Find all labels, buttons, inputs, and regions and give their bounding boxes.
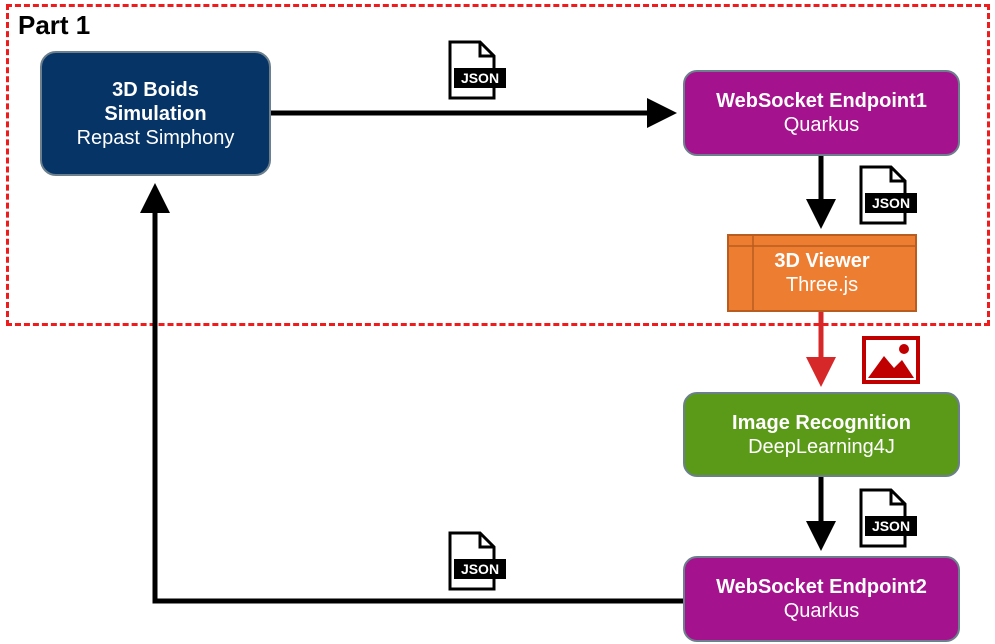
3d-viewer-node: 3D Viewer Three.js xyxy=(727,234,917,312)
image-icon xyxy=(862,336,920,384)
part-label: Part 1 xyxy=(18,10,91,40)
node-title: Image Recognition xyxy=(732,411,911,434)
svg-text:JSON: JSON xyxy=(461,70,499,86)
node-title: WebSocket Endpoint1 xyxy=(716,90,927,112)
node-subtitle: Quarkus xyxy=(783,600,860,622)
node-subtitle: Quarkus xyxy=(783,114,860,136)
image-recognition-node: Image Recognition DeepLearning4J xyxy=(683,392,960,477)
websocket-endpoint1-node: WebSocket Endpoint1 Quarkus xyxy=(683,70,960,156)
node-title: 3D Boids Simulation xyxy=(104,78,207,125)
json-file-icon: JSON xyxy=(448,531,506,591)
svg-text:JSON: JSON xyxy=(872,195,910,211)
json-file-icon: JSON xyxy=(859,488,917,548)
svg-text:JSON: JSON xyxy=(872,518,910,534)
json-file-icon: JSON xyxy=(859,165,917,225)
svg-text:JSON: JSON xyxy=(461,561,499,577)
node-subtitle: Three.js xyxy=(785,274,859,296)
node-subtitle: DeepLearning4J xyxy=(748,435,895,458)
node-title: 3D Viewer xyxy=(774,250,870,272)
json-file-icon: JSON xyxy=(448,40,506,100)
boids-simulation-node: 3D Boids Simulation Repast Simphony xyxy=(40,51,271,176)
node-title: WebSocket Endpoint2 xyxy=(716,576,927,598)
part-1-boundary xyxy=(6,4,990,326)
node-subtitle: Repast Simphony xyxy=(76,126,235,149)
websocket-endpoint2-node: WebSocket Endpoint2 Quarkus xyxy=(683,556,960,642)
arrow-ws2-to-sim xyxy=(140,183,686,604)
